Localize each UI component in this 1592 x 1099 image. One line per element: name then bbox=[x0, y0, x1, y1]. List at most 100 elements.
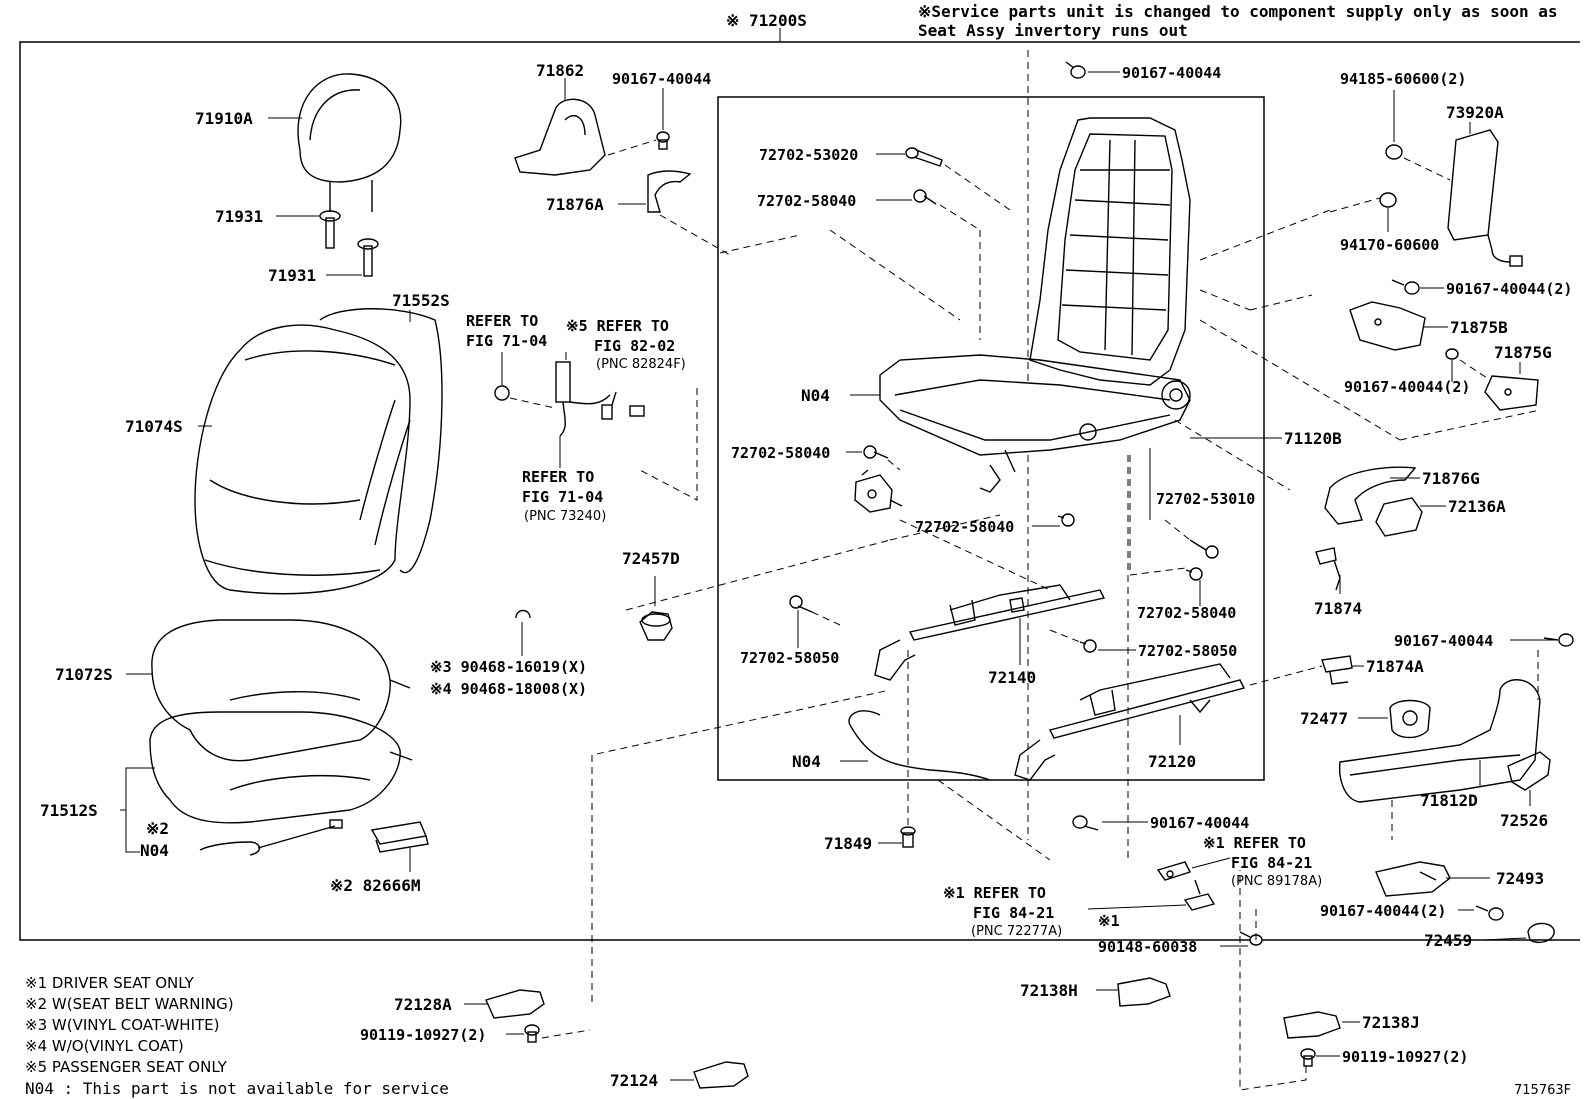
label-72493: 72493 bbox=[1496, 869, 1544, 888]
shield-71812D bbox=[1338, 679, 1541, 803]
screw-90119-a bbox=[524, 1024, 540, 1043]
figure-id: 715763F bbox=[1514, 1083, 1571, 1098]
bracket-71874 bbox=[1315, 547, 1341, 591]
label-90119-b: 90119-10927(2) bbox=[1342, 1048, 1468, 1066]
nut-94170 bbox=[1379, 192, 1397, 208]
label-72702-58040-d: 72702-58040 bbox=[1137, 604, 1236, 622]
cover-71876G bbox=[1324, 466, 1417, 525]
label-71512S: 71512S bbox=[40, 801, 98, 820]
label-71931-b: 71931 bbox=[268, 266, 316, 285]
seat-cushion-cover bbox=[151, 619, 411, 762]
label-72128A: 72128A bbox=[394, 995, 452, 1014]
knob-72457D bbox=[639, 611, 673, 641]
label-71876A: 71876A bbox=[546, 195, 604, 214]
label-71072S: 71072S bbox=[55, 665, 113, 684]
label-71875B: 71875B bbox=[1450, 318, 1508, 337]
label-72138H: 72138H bbox=[1020, 981, 1078, 1000]
headrest bbox=[297, 73, 402, 212]
label-71874A: 71874A bbox=[1366, 657, 1424, 676]
n04-availability-note: N04 : This part is not available for ser… bbox=[25, 1079, 449, 1098]
ref4-line1: ※1 REFER TO bbox=[1203, 834, 1306, 852]
nut-94185 bbox=[1385, 144, 1403, 160]
label-72457D: 72457D bbox=[622, 549, 680, 568]
occupant-sensor bbox=[370, 821, 429, 853]
label-71120B: 71120B bbox=[1284, 429, 1342, 448]
label-72136A: 72136A bbox=[1448, 497, 1506, 516]
cover-71875B bbox=[1349, 301, 1426, 351]
bolt-90167-r3 bbox=[1543, 633, 1574, 647]
label-71874: 71874 bbox=[1314, 599, 1362, 618]
ref2-line1: ※5 REFER TO bbox=[566, 317, 669, 335]
label-90468-3: ※3 90468-16019(X) bbox=[430, 658, 587, 676]
label-90167-top: 90167-40044 bbox=[1122, 64, 1221, 82]
headrest-guide-1 bbox=[319, 210, 341, 249]
label-94185: 94185-60600(2) bbox=[1340, 70, 1466, 88]
label-71876G: 71876G bbox=[1422, 469, 1480, 488]
cover-71875G bbox=[1484, 375, 1539, 411]
clip-90468 bbox=[515, 609, 531, 619]
bolt-72702-58050-a bbox=[789, 595, 813, 613]
footnotes: ※1 DRIVER SEAT ONLY ※2 W(SEAT BELT WARNI… bbox=[25, 974, 234, 1076]
label-90167-a: 90167-40044 bbox=[612, 70, 711, 88]
bolt-90167-r2 bbox=[1445, 348, 1459, 360]
label-72138J: 72138J bbox=[1362, 1013, 1420, 1032]
ref2-line2: FIG 82-02 bbox=[594, 337, 675, 355]
screw-90119-b bbox=[1300, 1048, 1316, 1067]
label-72702-58040-a: 72702-58040 bbox=[757, 192, 856, 210]
label-90119-a: 90119-10927(2) bbox=[360, 1026, 486, 1044]
n04-wire bbox=[848, 710, 991, 781]
label-72702-58040-c: 72702-58040 bbox=[915, 518, 1014, 536]
label-72140: 72140 bbox=[988, 668, 1036, 687]
bolt-90167-r1 bbox=[1391, 279, 1420, 295]
ref3-line1: REFER TO bbox=[522, 468, 594, 486]
cover-72138J bbox=[1283, 1011, 1341, 1039]
label-90167-r3: 90167-40044 bbox=[1394, 632, 1493, 650]
label-71812D: 71812D bbox=[1420, 791, 1478, 810]
sensor-72277A bbox=[1183, 879, 1216, 911]
label-72459: 72459 bbox=[1424, 931, 1472, 950]
ref5-pnc: (PNC 72277A) bbox=[971, 924, 1062, 939]
label-n04-b: N04 bbox=[801, 386, 830, 405]
ref4-line2: FIG 84-21 bbox=[1231, 854, 1312, 872]
label-72120: 72120 bbox=[1148, 752, 1196, 771]
side-airbag-73920A bbox=[1447, 129, 1523, 267]
label-90167-r1: 90167-40044(2) bbox=[1446, 280, 1572, 298]
label-n04-a: N04 bbox=[140, 841, 169, 860]
shield-71862 bbox=[514, 98, 606, 176]
assembly-label: ※ 71200S bbox=[726, 11, 807, 30]
notice-line-2: Seat Assy invertory runs out bbox=[918, 21, 1188, 40]
ref3-pnc: (PNC 73240) bbox=[524, 509, 606, 524]
footnote-4: ※4 W/O(VINYL COAT) bbox=[25, 1037, 184, 1055]
seatback-cover bbox=[194, 308, 443, 595]
bolt-72702-58040-c bbox=[1057, 513, 1075, 527]
label-90167-mid: 90167-40044 bbox=[1150, 814, 1249, 832]
label-71862: 71862 bbox=[536, 61, 584, 80]
ref4-pnc: (PNC 89178A) bbox=[1231, 874, 1322, 889]
label-71931-a: 71931 bbox=[215, 207, 263, 226]
sensor-89178A bbox=[1156, 861, 1191, 881]
cover-71876A bbox=[647, 170, 692, 213]
bolt-72702-58040-d bbox=[1185, 567, 1203, 581]
cover-72128A bbox=[485, 989, 545, 1019]
cap-72459 bbox=[1527, 922, 1555, 944]
headrest-guide-2 bbox=[357, 238, 379, 277]
ref3-line2: FIG 71-04 bbox=[522, 488, 603, 506]
outer-frame bbox=[19, 41, 1580, 941]
bracket-71874A bbox=[1321, 655, 1353, 685]
label-72702-58040-b: 72702-58040 bbox=[731, 444, 830, 462]
cover-72138H bbox=[1117, 977, 1171, 1007]
bolt-72702-58050-b bbox=[1079, 639, 1097, 653]
label-72124: 72124 bbox=[610, 1071, 658, 1090]
label-90148-mark: ※1 bbox=[1098, 912, 1120, 930]
ref1-line1: REFER TO bbox=[466, 312, 538, 330]
label-71910A: 71910A bbox=[195, 109, 253, 128]
bolt-90167-a bbox=[656, 131, 670, 150]
label-82666M: ※2 82666M bbox=[330, 876, 420, 895]
label-71849: 71849 bbox=[824, 834, 872, 853]
seat-frame bbox=[879, 117, 1191, 493]
recliner-bracket bbox=[854, 469, 903, 513]
bolt-72702-53020 bbox=[905, 147, 943, 167]
ref5-line1: ※1 REFER TO bbox=[943, 884, 1046, 902]
label-72526: 72526 bbox=[1500, 811, 1548, 830]
